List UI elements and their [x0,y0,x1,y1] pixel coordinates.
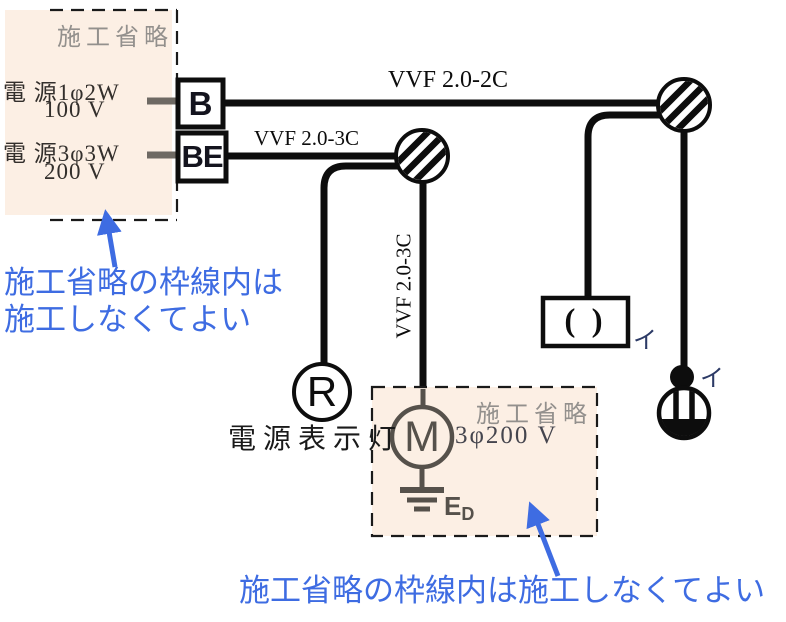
cable-top-label: VVF 2.0-2C [388,67,509,93]
motor-panel-omit-label: 施工省略 [476,402,592,428]
pendant-light-icon [656,365,712,441]
source1-name: 電 源1φ2W [3,80,120,105]
cable-mid-label: VVF 2.0-3C [254,126,360,150]
wire-junction1-to-lamp [320,162,398,364]
cable-vertical-label: VVF 2.0-3C [391,233,416,339]
left-note-arrow [97,209,122,268]
switch-circuit-tag: イ [633,327,657,354]
left-note: 施工省略の枠線内は 施工しなくてよい [4,264,283,338]
indicator-lamp-icon [292,362,352,422]
source2-name: 電 源3φ3W [3,141,120,166]
breaker-b-box [175,77,226,130]
wire-junction2-to-switch [584,111,660,298]
source1-voltage: 100 V [44,97,106,122]
breaker-be-label: BE [181,139,223,174]
left-note-line2: 施工しなくてよい [4,302,252,337]
breaker-be-box [175,130,229,184]
ground-label-e: E [444,491,462,521]
junction-box-2-icon [656,77,712,133]
pendant-circuit-tag: イ [700,365,724,392]
breaker-b-label: B [188,84,213,122]
source-panel-background [5,10,172,215]
left-note-line1: 施工省略の枠線内は [4,265,283,300]
ground-symbol-icon [400,466,444,512]
motor-panel-dashed-border [370,385,599,538]
ground-label-sub-d: D [461,504,475,524]
switch-box [540,295,631,349]
ground-label: ED [444,491,474,525]
bottom-note: 施工省略の枠線内は施工しなくてよい [239,573,766,608]
junction-box-1-icon [394,128,450,184]
indicator-lamp-letter: R [306,368,338,415]
source-panel-omit-label: 施工省略 [57,25,173,51]
motor-rating: 3φ200 V [455,422,558,449]
bottom-note-arrow [526,501,561,577]
switch-symbol: ( ) [564,302,607,339]
source2-voltage: 200 V [44,159,106,184]
motor-letter: M [404,412,440,461]
indicator-lamp-caption: 電源表示灯 [228,424,404,455]
